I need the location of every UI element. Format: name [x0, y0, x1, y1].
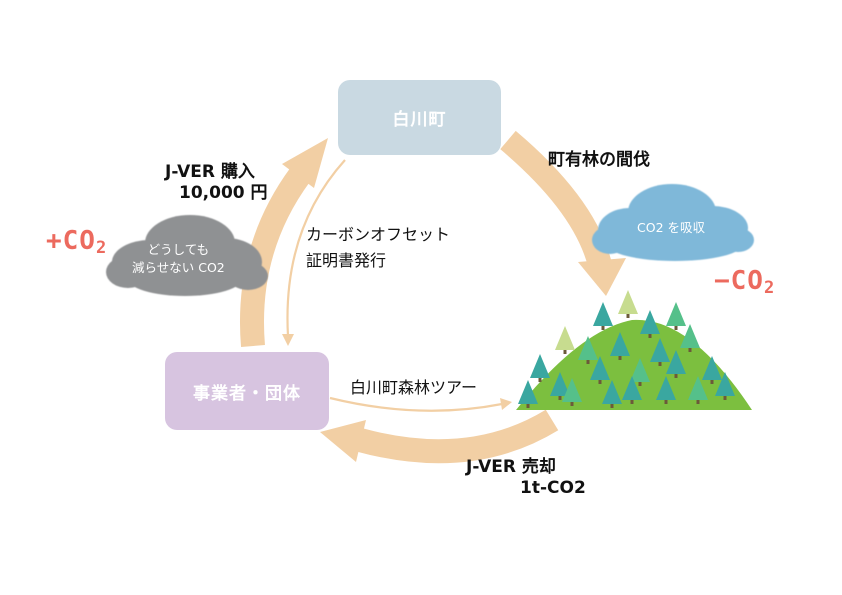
tree-icon	[656, 376, 676, 404]
minus-sign: −	[714, 266, 731, 296]
arrow-org-to-town	[240, 138, 328, 347]
forest-illustration	[516, 290, 752, 410]
tree-icon	[610, 332, 630, 360]
tree-icon	[630, 358, 650, 386]
gray-cloud-line1: どうしても	[147, 242, 210, 257]
minus-co2-label: −CO2	[714, 266, 775, 298]
tree-icon	[688, 376, 708, 404]
tree-icon	[680, 324, 700, 352]
tree-icon	[666, 350, 686, 378]
certificate-label: カーボンオフセット 証明書発行	[306, 222, 450, 273]
node-org-label: 事業者・団体	[193, 383, 301, 404]
tree-icon	[622, 376, 642, 404]
plus-sign: +	[46, 226, 63, 256]
tree-icon	[650, 338, 670, 366]
blue-cloud-text: CO2 を吸収	[637, 220, 705, 235]
sale-label: J-VER 売却 1t-CO2	[466, 457, 586, 500]
purchase-title: J-VER 購入	[165, 162, 255, 182]
tree-icon	[530, 354, 550, 382]
minus-co-text: CO	[730, 266, 764, 296]
plus-co-text: CO	[62, 226, 96, 256]
tree-icon	[555, 326, 575, 354]
arrow-forest-to-org	[320, 409, 559, 464]
tree-icon	[702, 356, 722, 384]
tree-icon	[602, 380, 622, 408]
tree-icon	[590, 356, 610, 384]
tree-icon	[666, 302, 686, 330]
node-shirakawa-town: 白川町	[338, 80, 501, 155]
tree-icon	[715, 372, 735, 400]
tree-icon	[518, 380, 538, 408]
tree-icon	[593, 302, 613, 330]
purchase-price: 10,000 円	[179, 183, 268, 204]
purchase-label: J-VER 購入 10,000 円	[165, 162, 268, 205]
minus-co2-subscript: 2	[763, 278, 776, 298]
tree-icon	[578, 336, 598, 364]
gray-cloud-line2: 減らせない CO2	[132, 260, 225, 276]
certificate-line2: 証明書発行	[306, 250, 387, 270]
arrow-forest-tour	[329, 396, 512, 412]
sale-title: J-VER 売却	[466, 457, 556, 477]
thinning-label: 町有林の間伐	[548, 150, 650, 170]
plus-co2-subscript: 2	[95, 238, 108, 258]
tree-icon	[562, 378, 582, 406]
certificate-line1: カーボンオフセット	[306, 225, 451, 244]
sale-unit: 1t-CO2	[520, 478, 586, 499]
arrow-certificate	[282, 159, 346, 346]
tree-icon	[618, 290, 638, 318]
plus-co2-label: +CO2	[46, 226, 107, 258]
gray-cloud-text: どうしても 減らせない CO2	[132, 241, 225, 277]
node-town-label: 白川町	[392, 110, 447, 130]
gray-cloud	[106, 215, 268, 296]
forest-tour-label: 白川町森林ツアー	[350, 378, 478, 397]
arrow-town-to-forest	[500, 130, 626, 296]
tree-icon	[550, 372, 570, 400]
node-business-organization: 事業者・団体	[165, 352, 329, 430]
tree-icon	[640, 310, 660, 338]
blue-cloud	[592, 184, 754, 261]
